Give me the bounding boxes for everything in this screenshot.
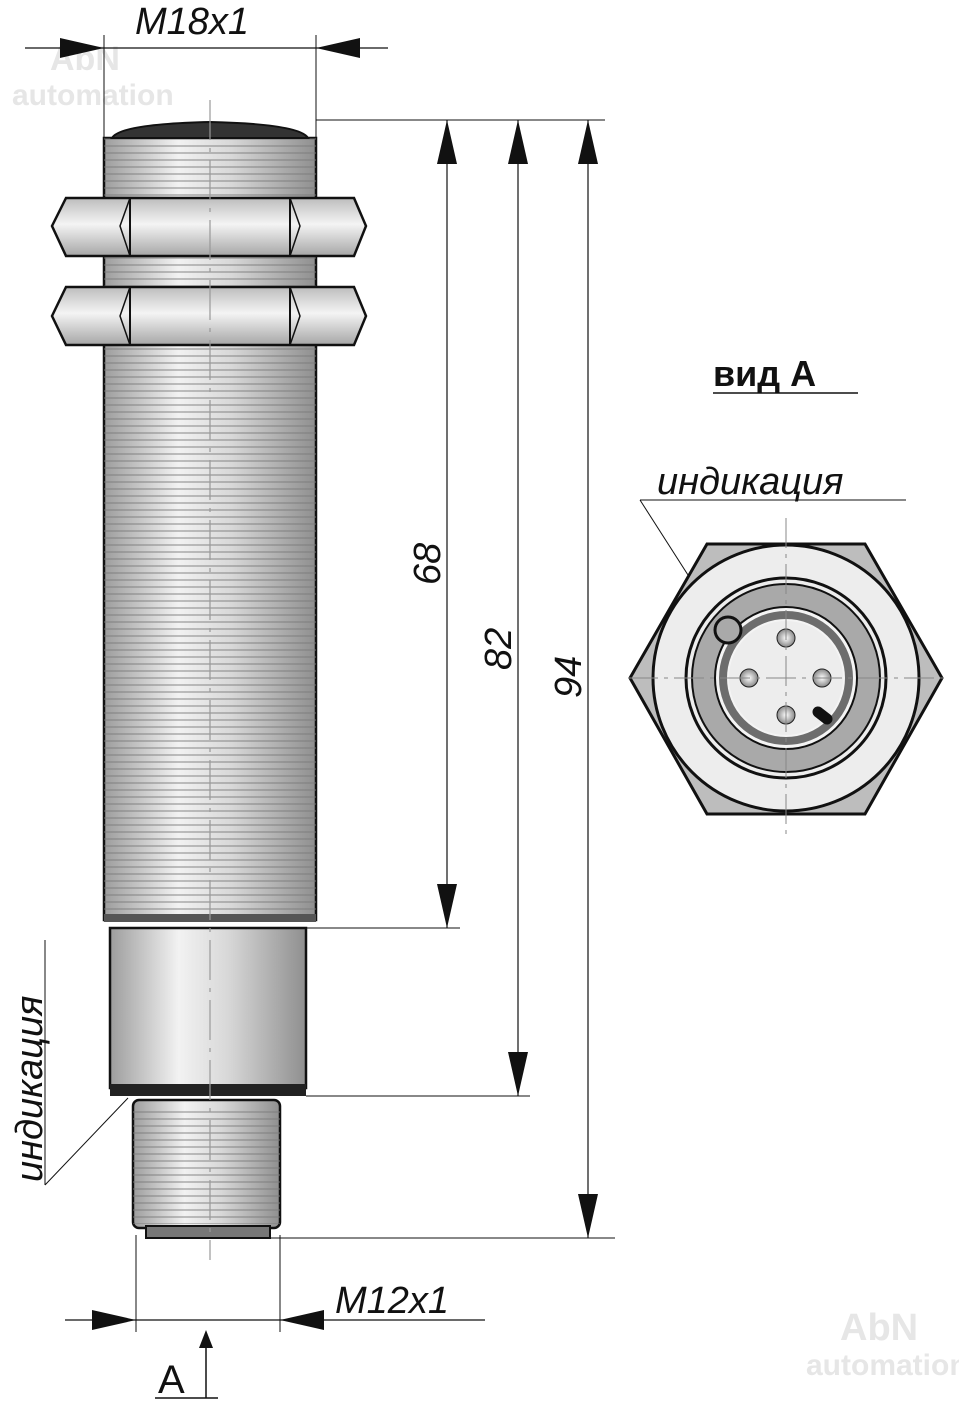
dimension-m12-label: M12x1 xyxy=(335,1280,449,1322)
dimension-m12 xyxy=(65,1235,485,1332)
view-a-title: вид А xyxy=(713,353,816,394)
dimension-m18 xyxy=(25,35,388,138)
dimension-82 xyxy=(508,120,528,1096)
svg-text:automation: automation xyxy=(12,79,174,112)
dimension-82-label: 82 xyxy=(478,628,520,670)
indication-leader-side xyxy=(44,940,129,1186)
dimension-94 xyxy=(578,120,598,1238)
watermark-bottom: AbN automation xyxy=(806,1307,959,1382)
dimension-68 xyxy=(437,120,457,928)
lock-nut-lower xyxy=(50,285,368,347)
indication-label-side: индикация xyxy=(9,996,51,1182)
connector-m12 xyxy=(131,1098,282,1239)
dimension-m18-label: M18x1 xyxy=(135,1,249,43)
svg-text:automation: automation xyxy=(806,1349,959,1382)
view-a-label: A xyxy=(158,1358,185,1401)
view-a-arrow xyxy=(155,1330,218,1399)
lock-nut-upper xyxy=(50,196,368,258)
svg-text:AbN: AbN xyxy=(840,1307,918,1349)
indicator-led-icon xyxy=(713,615,743,645)
indication-label-end: индикация xyxy=(657,461,843,503)
sensor-housing-lower xyxy=(108,926,308,1096)
watermark-top: AbN automation xyxy=(12,40,174,112)
dimension-68-label: 68 xyxy=(407,543,449,585)
connector-end-view xyxy=(628,518,946,838)
dimension-94-label: 94 xyxy=(548,656,590,698)
key-notch xyxy=(812,706,833,725)
extension-lines xyxy=(270,119,615,1239)
